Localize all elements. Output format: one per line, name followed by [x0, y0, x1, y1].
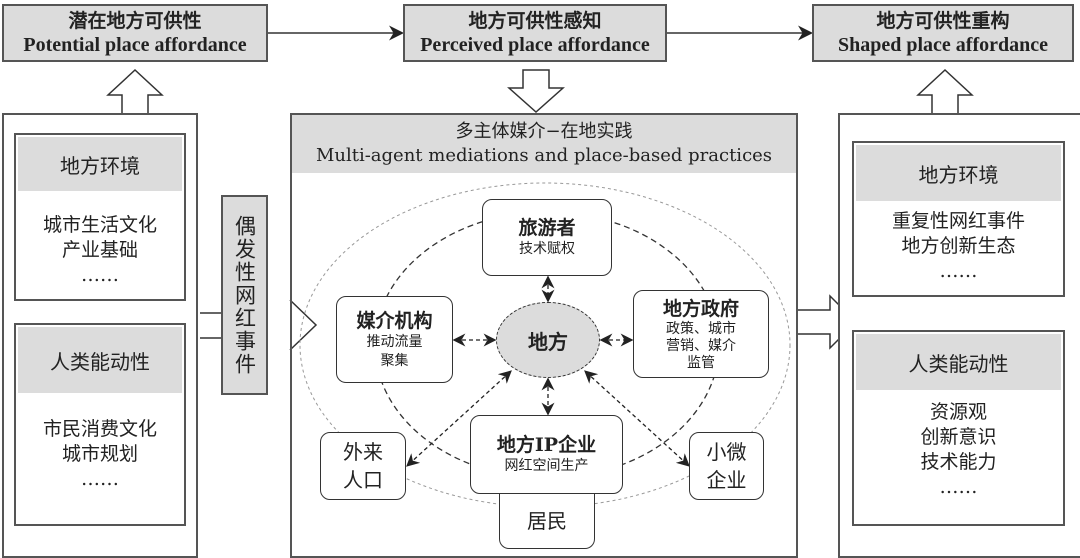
right-env-item: 重复性网红事件	[891, 210, 1025, 232]
ip-title: 地方IP企业	[496, 434, 597, 456]
shaped-en: Shaped place affordance	[838, 34, 1048, 56]
event-label: 偶发性网红事件	[232, 214, 257, 376]
place-node: 地方	[496, 302, 600, 378]
ip-sub: 网红空间生产	[504, 458, 589, 474]
left-env-item: 城市生活文化	[42, 214, 157, 236]
right-agency-title: 人类能动性	[856, 334, 1061, 390]
right-agency-item: 创新意识	[920, 426, 997, 448]
migrants-label: 人口	[343, 468, 383, 492]
right-agency-item: ……	[939, 476, 978, 498]
left-agency-item: ……	[81, 468, 119, 490]
small-enterprise-node: 小微 企业	[689, 432, 764, 500]
shaped-zh: 地方可供性重构	[876, 10, 1010, 32]
left-env-item: ……	[81, 264, 119, 286]
link-migrants	[406, 370, 512, 467]
center-panel: 多主体媒介−在地实践 Multi-agent mediations and pl…	[290, 113, 798, 558]
ip-enterprise-node: 地方IP企业 网红空间生产	[470, 415, 623, 494]
hollow-up-arrow-left	[106, 68, 164, 113]
left-env-box: 地方环境 城市生活文化 产业基础 ……	[14, 133, 186, 301]
perceived-zh: 地方可供性感知	[468, 10, 602, 32]
potential-zh: 潜在地方可供性	[68, 10, 202, 32]
center-title-en: Multi-agent mediations and place-based p…	[315, 145, 773, 166]
migrants-label: 外来	[343, 440, 383, 464]
center-title-zh: 多主体媒介−在地实践	[455, 121, 633, 142]
event-box: 偶发性网红事件	[221, 195, 268, 395]
left-agency-item: 城市规划	[61, 443, 138, 465]
link-small	[584, 370, 690, 467]
media-sub: 聚集	[380, 352, 409, 369]
right-agency-item: 资源观	[929, 401, 987, 423]
potential-affordance-box: 潜在地方可供性 Potential place affordance	[2, 4, 268, 62]
left-env-item: 产业基础	[61, 239, 138, 261]
right-agency-item: 技术能力	[920, 451, 997, 473]
right-agency-box: 人类能动性 资源观 创新意识 技术能力 ……	[852, 330, 1065, 526]
media-node: 媒介机构 推动流量 聚集	[336, 296, 453, 383]
tourist-title: 旅游者	[518, 217, 576, 239]
potential-en: Potential place affordance	[23, 34, 247, 56]
shaped-affordance-box: 地方可供性重构 Shaped place affordance	[812, 4, 1074, 62]
gov-sub: 政策、城市	[666, 320, 736, 337]
perceived-affordance-box: 地方可供性感知 Perceived place affordance	[403, 4, 667, 62]
gov-sub: 监管	[687, 354, 715, 371]
small-label: 小微	[706, 440, 747, 464]
small-label: 企业	[706, 468, 747, 492]
hollow-down-arrow-center	[507, 69, 565, 114]
perceived-en: Perceived place affordance	[420, 34, 650, 56]
right-env-item: 地方创新生态	[901, 235, 1016, 257]
outer-dotted-ellipse	[299, 182, 791, 508]
residents-node: 居民	[499, 494, 595, 549]
right-env-title: 地方环境	[856, 145, 1061, 201]
media-sub: 推动流量	[366, 333, 423, 350]
left-agency-title: 人类能动性	[18, 327, 182, 393]
residents-label: 居民	[527, 509, 567, 533]
media-title: 媒介机构	[356, 309, 433, 332]
tourist-sub: 技术赋权	[519, 241, 575, 257]
left-agency-item: 市民消费文化	[42, 418, 157, 440]
left-agency-box: 人类能动性 市民消费文化 城市规划 ……	[14, 323, 186, 526]
migrants-node: 外来 人口	[320, 432, 406, 500]
hollow-up-arrow-right	[916, 68, 974, 113]
right-env-box: 地方环境 重复性网红事件 地方创新生态 ……	[852, 141, 1065, 297]
gov-sub: 营销、媒介	[666, 337, 736, 354]
tourist-node: 旅游者 技术赋权	[482, 199, 612, 276]
right-env-item: ……	[939, 260, 978, 282]
gov-title: 地方政府	[662, 297, 739, 320]
government-node: 地方政府 政策、城市 营销、媒介 监管	[633, 290, 769, 378]
left-env-title: 地方环境	[18, 137, 182, 191]
